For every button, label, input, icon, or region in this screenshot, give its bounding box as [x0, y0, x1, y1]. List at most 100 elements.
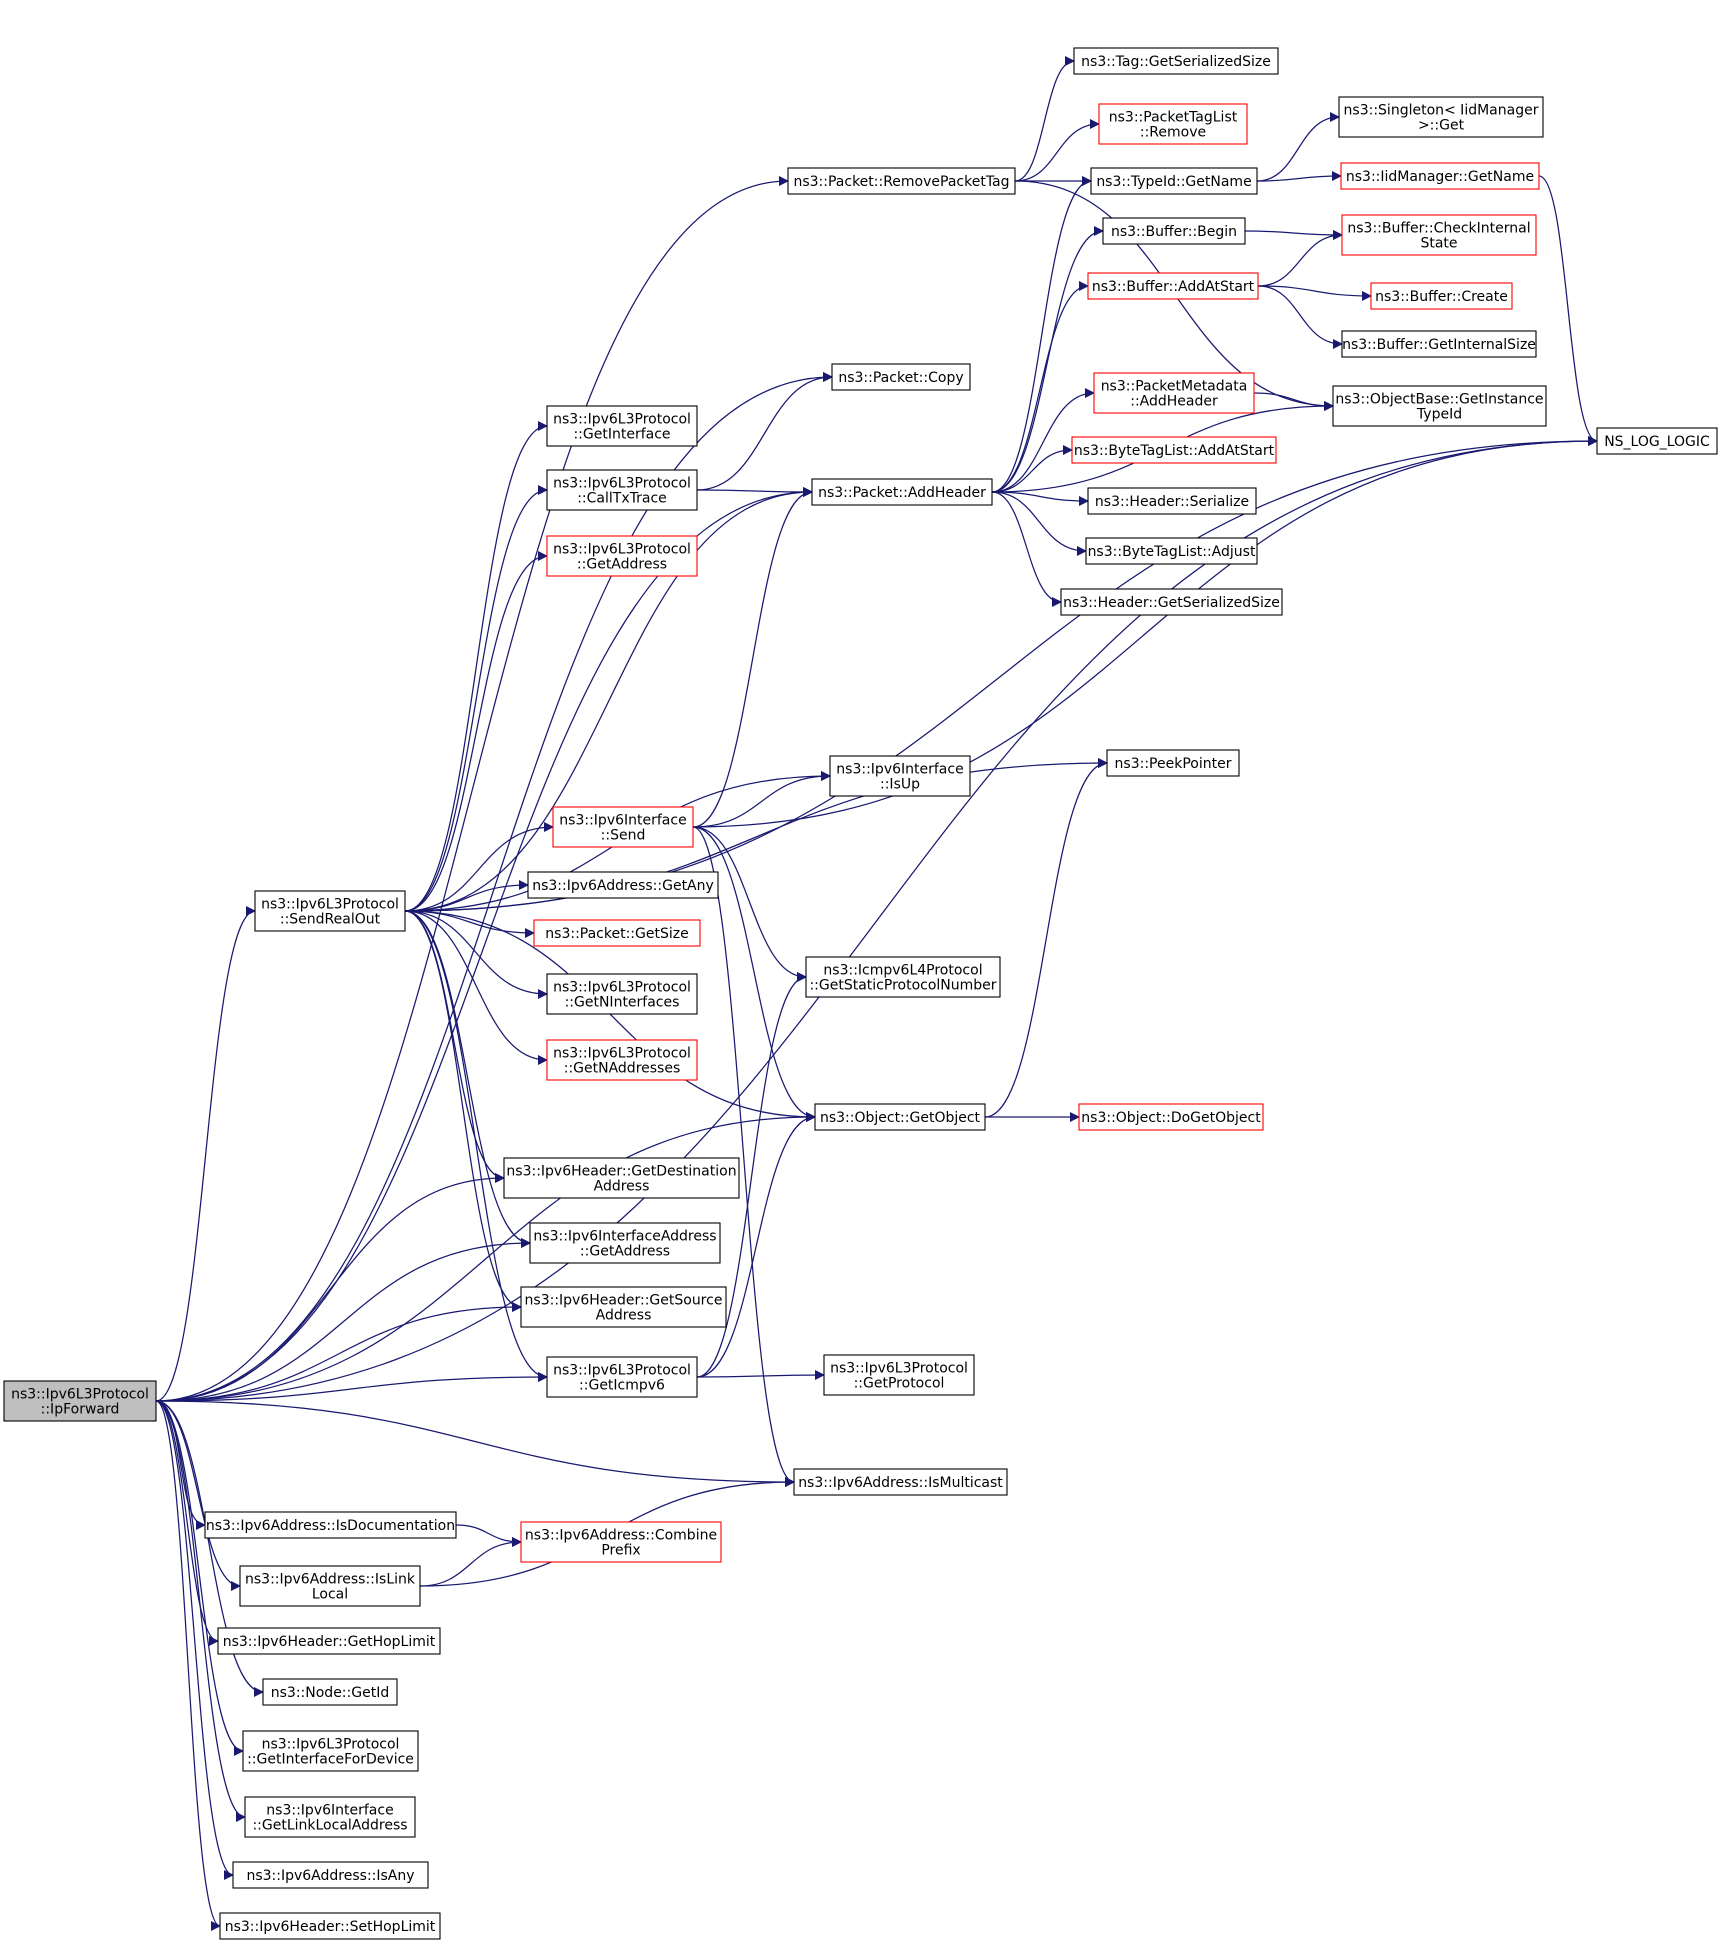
- node-box: [552, 806, 694, 848]
- node-obj_dogetobject[interactable]: ns3::Object::DoGetObject: [1078, 1103, 1264, 1131]
- node-box: [520, 1286, 727, 1328]
- node-l3_calltxtrace[interactable]: ns3::Ipv6L3Protocol::CallTxTrace: [546, 469, 698, 511]
- edge-path: [991, 388, 1095, 493]
- node-l3_getifdevice[interactable]: ns3::Ipv6L3Protocol::GetInterfaceForDevi…: [242, 1730, 419, 1772]
- node-label: ::GetNAddresses: [564, 1061, 681, 1077]
- node-btl_addatstart[interactable]: ns3::ByteTagList::AddAtStart: [1071, 436, 1277, 464]
- node-addr_isany[interactable]: ns3::Ipv6Address::IsAny: [232, 1861, 429, 1889]
- edge-path: [692, 487, 813, 828]
- node-box: [503, 1157, 740, 1199]
- node-typeid_getname[interactable]: ns3::TypeId::GetName: [1090, 167, 1258, 195]
- node-label: ::IsUp: [880, 777, 920, 793]
- node-box: [529, 1222, 721, 1264]
- node-label: ::GetInterface: [573, 427, 670, 443]
- node-l3_getprotocol[interactable]: ns3::Ipv6L3Protocol::GetProtocol: [823, 1354, 975, 1396]
- node-label: ns3::Buffer::AddAtStart: [1092, 279, 1255, 295]
- edge-l3_calltxtrace-to-packet_copy: [696, 372, 833, 491]
- edge-sendrealout-to-packet_addheader: [404, 487, 813, 912]
- node-icmp_getstatic[interactable]: ns3::Icmpv6L4Protocol::GetStaticProtocol…: [805, 956, 1001, 998]
- node-box: [1085, 537, 1258, 565]
- node-singleton_get[interactable]: ns3::Singleton< IidManager>::Get: [1338, 96, 1544, 138]
- edge-if_send-to-packet_addheader: [692, 487, 813, 828]
- node-box: [1093, 372, 1255, 414]
- edge-path: [155, 1400, 221, 1931]
- node-label: ns3::Packet::RemovePacketTag: [793, 174, 1009, 190]
- node-hdr_getss[interactable]: ns3::Header::GetSerializedSize: [1060, 588, 1283, 616]
- node-sendrealout[interactable]: ns3::Ipv6L3Protocol::SendRealOut: [254, 890, 406, 932]
- edge-path: [1256, 112, 1340, 182]
- node-if_getlinklocal[interactable]: ns3::Ipv6Interface::GetLinkLocalAddress: [244, 1796, 416, 1838]
- node-packet_getsize[interactable]: ns3::Packet::GetSize: [533, 919, 701, 947]
- node-label: ns3::Ipv6L3Protocol: [553, 476, 691, 492]
- node-buf_create[interactable]: ns3::Buffer::Create: [1370, 282, 1513, 310]
- node-ifaddr_getaddress[interactable]: ns3::Ipv6InterfaceAddress::GetAddress: [529, 1222, 721, 1264]
- edge-sendrealout-to-l3_getaddress: [404, 551, 548, 912]
- node-addr_getany[interactable]: ns3::Ipv6Address::GetAny: [527, 871, 719, 899]
- node-buf_getinternalsize[interactable]: ns3::Buffer::GetInternalSize: [1341, 330, 1537, 358]
- node-buf_begin[interactable]: ns3::Buffer::Begin: [1102, 217, 1246, 245]
- node-hdr_serialize[interactable]: ns3::Header::Serialize: [1087, 487, 1257, 515]
- edge-if_send-to-icmp_getstatic: [692, 826, 807, 982]
- node-box: [1340, 162, 1540, 190]
- node-box: [546, 1039, 698, 1081]
- node-label: ns3::Ipv6L3Protocol: [262, 1737, 400, 1753]
- node-packet_copy[interactable]: ns3::Packet::Copy: [831, 363, 971, 391]
- edge-path: [419, 1537, 522, 1587]
- node-box: [1087, 272, 1259, 300]
- node-l3_geticmpv6[interactable]: ns3::Ipv6L3Protocol::GetIcmpv6: [546, 1356, 698, 1398]
- node-label: ns3::Ipv6Interface: [836, 762, 963, 778]
- edge-path: [1257, 285, 1343, 349]
- node-pm_addheader[interactable]: ns3::PacketMetadata::AddHeader: [1093, 372, 1255, 414]
- node-node_getid[interactable]: ns3::Node::GetId: [262, 1678, 398, 1706]
- node-ptl_remove[interactable]: ns3::PacketTagList::Remove: [1098, 103, 1248, 145]
- node-l3_getaddress[interactable]: ns3::Ipv6L3Protocol::GetAddress: [546, 535, 698, 577]
- node-btl_adjust[interactable]: ns3::ByteTagList::Adjust: [1085, 537, 1258, 565]
- node-peekpointer[interactable]: ns3::PeekPointer: [1106, 749, 1240, 777]
- node-tag_getss[interactable]: ns3::Tag::GetSerializedSize: [1073, 47, 1279, 75]
- edge-path: [404, 910, 505, 1183]
- node-hdr_gethoplimit[interactable]: ns3::Ipv6Header::GetHopLimit: [217, 1627, 441, 1655]
- edge-path: [455, 1524, 522, 1547]
- node-addr_isdoc[interactable]: ns3::Ipv6Address::IsDocumentation: [204, 1511, 457, 1539]
- node-if_send[interactable]: ns3::Ipv6Interface::Send: [552, 806, 694, 848]
- node-iid_getname[interactable]: ns3::IidManager::GetName: [1340, 162, 1540, 190]
- edge-sendrealout-to-l3_getnaddresses: [404, 910, 548, 1065]
- edge-sendrealout-to-l3_geticmpv6: [404, 910, 548, 1382]
- edge-ipforward-to-l3_geticmpv6: [155, 1372, 548, 1402]
- node-box: [1596, 427, 1718, 455]
- node-l3_getninterfaces[interactable]: ns3::Ipv6L3Protocol::GetNInterfaces: [546, 973, 698, 1015]
- node-label: ::GetLinkLocalAddress: [252, 1818, 407, 1834]
- node-box: [829, 755, 971, 797]
- edge-path: [696, 486, 813, 497]
- node-removepackettag[interactable]: ns3::Packet::RemovePacketTag: [787, 167, 1016, 195]
- node-label: ::GetAddress: [577, 557, 667, 573]
- node-label: ::GetAddress: [580, 1244, 670, 1260]
- node-hdr_sethoplimit[interactable]: ns3::Ipv6Header::SetHopLimit: [219, 1912, 441, 1940]
- edge-path: [155, 1400, 264, 1697]
- node-label: >::Get: [1418, 118, 1465, 134]
- edge-path: [991, 445, 1073, 493]
- node-nslog[interactable]: NS_LOG_LOGIC: [1596, 427, 1718, 455]
- node-l3_getinterface[interactable]: ns3::Ipv6L3Protocol::GetInterface: [546, 405, 698, 447]
- node-packet_addheader[interactable]: ns3::Packet::AddHeader: [811, 478, 993, 506]
- node-if_isup[interactable]: ns3::Ipv6Interface::IsUp: [829, 755, 971, 797]
- node-ipforward[interactable]: ns3::Ipv6L3Protocol::IpForward: [3, 1380, 157, 1422]
- edge-packet_addheader-to-btl_adjust: [991, 491, 1087, 556]
- node-addr_ismulticast[interactable]: ns3::Ipv6Address::IsMulticast: [793, 1468, 1008, 1496]
- node-label: ns3::ObjectBase::GetInstance: [1335, 392, 1543, 408]
- node-buf_addatstart[interactable]: ns3::Buffer::AddAtStart: [1087, 272, 1259, 300]
- edge-packet_addheader-to-hdr_getss: [991, 491, 1062, 607]
- node-label: ns3::Header::GetSerializedSize: [1063, 595, 1280, 611]
- node-label: ::GetNInterfaces: [565, 995, 680, 1011]
- node-obj_getobject[interactable]: ns3::Object::GetObject: [814, 1103, 986, 1131]
- node-l3_getnaddresses[interactable]: ns3::Ipv6L3Protocol::GetNAddresses: [546, 1039, 698, 1081]
- edge-ipforward-to-packet_addheader: [155, 487, 813, 1402]
- edge-l3_geticmpv6-to-l3_getprotocol: [696, 1370, 825, 1381]
- node-label: ns3::Ipv6Address::IsMulticast: [798, 1475, 1003, 1491]
